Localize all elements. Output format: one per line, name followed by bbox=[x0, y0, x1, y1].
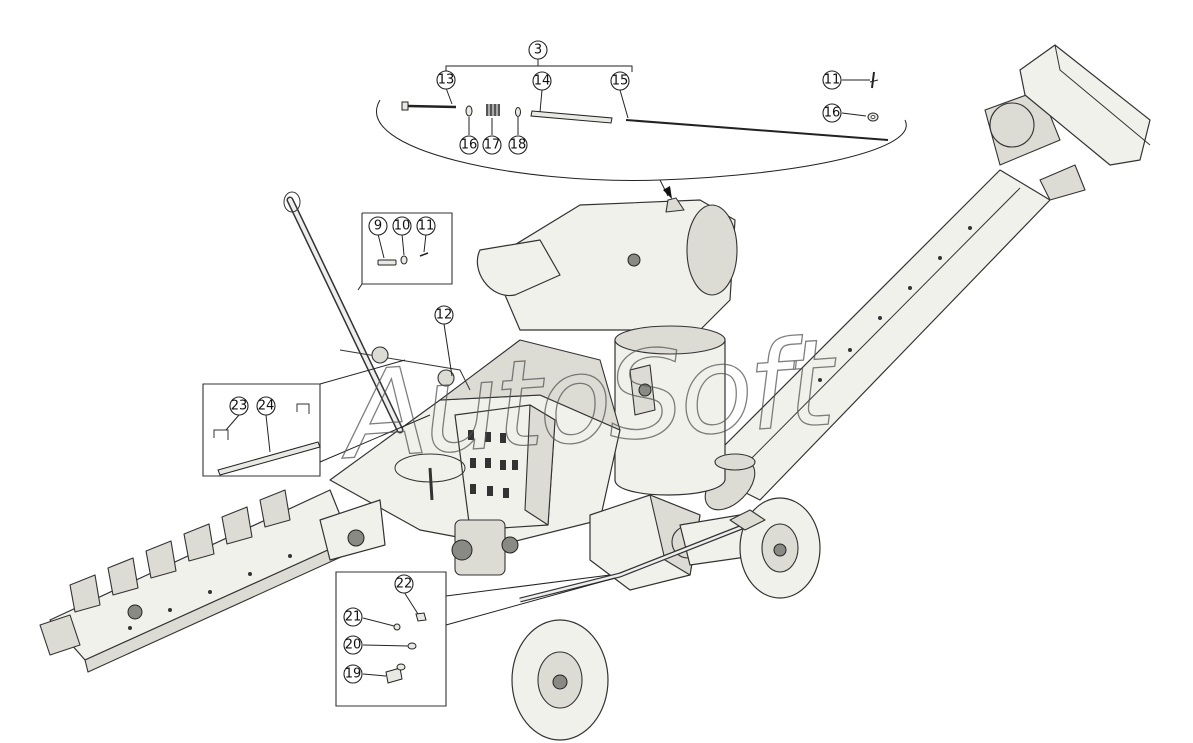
callout-21: 21 bbox=[343, 607, 363, 627]
spring-part bbox=[486, 104, 500, 116]
callout-17: 17 bbox=[482, 135, 502, 155]
svg-text:3: 3 bbox=[534, 43, 542, 58]
svg-text:23: 23 bbox=[231, 399, 248, 414]
svg-text:22: 22 bbox=[396, 577, 413, 592]
control-box bbox=[454, 404, 556, 531]
callout-23: 23 bbox=[229, 396, 249, 416]
svg-text:13: 13 bbox=[438, 73, 455, 88]
detail-box-bolts bbox=[335, 571, 616, 707]
callout-18: 18 bbox=[508, 135, 528, 155]
callout-11-box: 11 bbox=[416, 216, 436, 236]
callout-14: 14 bbox=[532, 71, 552, 91]
svg-text:11: 11 bbox=[824, 73, 841, 88]
detail-box-rod bbox=[202, 359, 431, 477]
svg-text:9: 9 bbox=[374, 219, 382, 234]
callout-3: 3 bbox=[528, 40, 548, 60]
callout-16-left: 16 bbox=[459, 135, 479, 155]
svg-text:10: 10 bbox=[394, 219, 411, 234]
svg-text:12: 12 bbox=[436, 308, 453, 323]
callout-10: 10 bbox=[392, 216, 412, 236]
svg-text:18: 18 bbox=[510, 138, 527, 153]
callout-24: 24 bbox=[256, 396, 276, 416]
callout-15: 15 bbox=[610, 71, 630, 91]
svg-text:20: 20 bbox=[345, 638, 362, 653]
callout-20: 20 bbox=[343, 635, 363, 655]
svg-text:17: 17 bbox=[484, 138, 501, 153]
detail-box-pins bbox=[357, 212, 453, 377]
svg-text:15: 15 bbox=[612, 74, 629, 89]
scraper-conveyor bbox=[39, 489, 386, 673]
svg-text:24: 24 bbox=[258, 399, 275, 414]
top-assembly-detail bbox=[376, 58, 907, 199]
callout-16-top: 16 bbox=[822, 103, 842, 123]
callout-11-top: 11 bbox=[822, 70, 842, 90]
svg-text:19: 19 bbox=[345, 667, 362, 682]
callout-labels: 3 13 14 15 11 16 16 17 bbox=[229, 40, 842, 684]
grain-loader-machine bbox=[39, 44, 1151, 741]
callout-9: 9 bbox=[368, 216, 388, 236]
svg-text:14: 14 bbox=[534, 74, 551, 89]
callout-22: 22 bbox=[394, 574, 414, 594]
callout-12: 12 bbox=[434, 305, 454, 325]
svg-text:11: 11 bbox=[418, 219, 435, 234]
callout-19: 19 bbox=[343, 664, 363, 684]
svg-text:16: 16 bbox=[461, 138, 478, 153]
callout-13: 13 bbox=[436, 70, 456, 90]
svg-text:21: 21 bbox=[345, 610, 362, 625]
front-wheel bbox=[511, 619, 609, 741]
svg-text:16: 16 bbox=[824, 106, 841, 121]
